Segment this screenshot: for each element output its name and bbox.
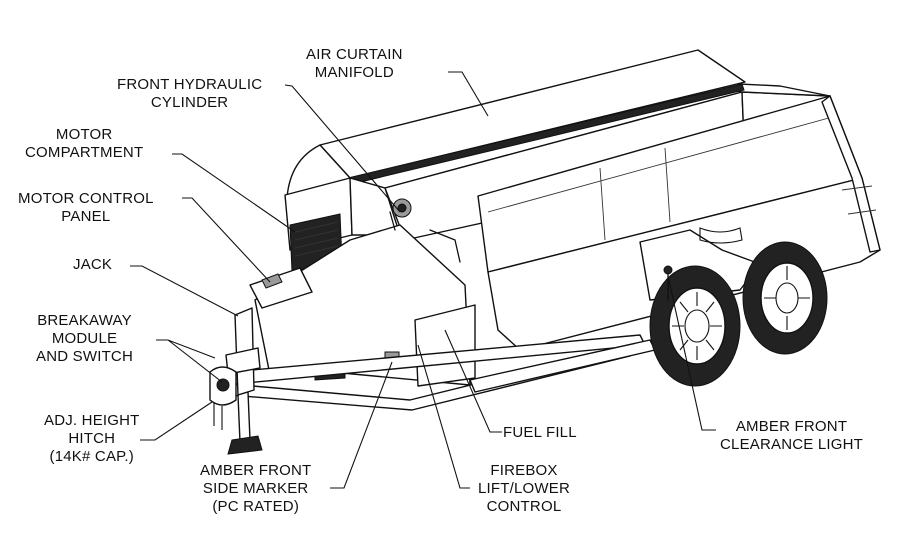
leader-air-curtain [448,71,489,117]
label-motor-compartment: MOTOR COMPARTMENT [25,126,144,161]
label-jack: JACK [73,256,113,273]
container-box [349,81,881,351]
leader-front-hydraulic [284,84,401,213]
leader-motor-compartment [172,153,296,233]
label-amber-front-clearance-light: AMBER FRONT CLEARANCE LIGHT [720,418,864,453]
leader-motor-control [182,197,271,283]
label-air-curtain-manifold: AIR CURTAIN MANIFOLD [306,46,403,81]
wheel-rear [742,241,828,355]
label-adj-height-hitch: ADJ. HEIGHT HITCH (14K# CAP.) [44,412,140,465]
leader-side-marker [330,361,393,489]
leader-firebox [417,344,470,489]
wheel-front [649,265,741,387]
leader-clearance [667,275,716,431]
label-front-hydraulic-cylinder: FRONT HYDRAULIC CYLINDER [117,76,263,111]
leader-jack [130,265,239,317]
jack-hitch [209,307,263,455]
motor-control-panel [249,267,313,309]
label-fuel-fill: FUEL FILL [503,424,577,441]
leader-hitch [140,401,213,441]
leader-lines [130,71,716,489]
label-amber-front-side-marker: AMBER FRONT SIDE MARKER (PC RATED) [200,462,312,515]
leader-fuel-fill [444,329,502,433]
leader-breakaway [156,339,223,383]
motor-compartment [284,177,401,273]
label-motor-control-panel: MOTOR CONTROL PANEL [18,190,154,225]
label-breakaway-module: BREAKAWAY MODULE AND SWITCH [36,312,133,365]
label-firebox-lift-lower-control: FIREBOX LIFT/LOWER CONTROL [478,462,571,515]
